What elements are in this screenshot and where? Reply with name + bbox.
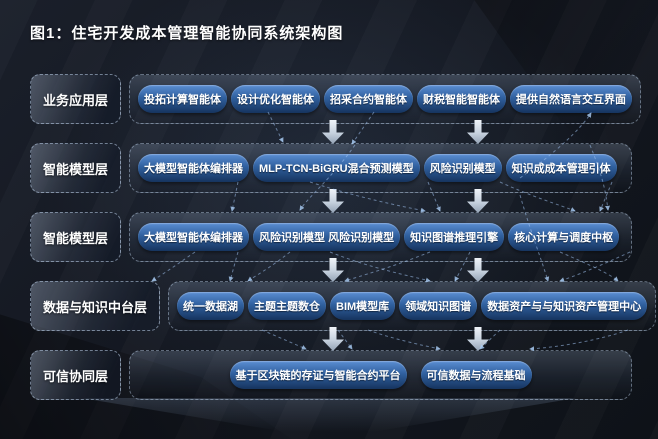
node-pill: 招采合约智能体 <box>324 85 414 113</box>
node-pill: BIM模型库 <box>330 292 396 320</box>
node-pill: 大模型智能体编排器 <box>138 223 250 251</box>
node-pill: 主题主题数仓 <box>248 292 327 320</box>
bottom-light-wedge <box>81 398 577 432</box>
layer-stack: 业务应用层 投拓计算智能体 设计优化智能体 招采合约智能体 财税智能智能体 提供… <box>30 74 657 400</box>
layer-body: 大模型智能体编排器 MLP-TCN-BiGRU混合预测模型 风险识别模型 知识成… <box>129 143 632 193</box>
node-pill: 知识成成本管理引体 <box>505 154 617 182</box>
node-pill: 可信数据与流程基础 <box>420 361 532 389</box>
node-pill: 风险识别模型 <box>423 154 502 182</box>
layer-label: 智能模型层 <box>30 143 122 193</box>
node-pill: 投拓计算智能体 <box>138 85 228 113</box>
node-pill: 统一数据湖 <box>177 292 245 320</box>
node-pill: 财税智能智能体 <box>417 85 507 113</box>
node-pill: 设计优化智能体 <box>231 85 321 113</box>
layer-body: 大模型智能体编排器 风险识别模型 风险识别模型 知识图谱推理引擎 核心计算与调度… <box>129 212 632 262</box>
layer-body: 投拓计算智能体 设计优化智能体 招采合约智能体 财税智能智能体 提供自然语言交互… <box>129 74 642 124</box>
node-pill: MLP-TCN-BiGRU混合预测模型 <box>253 154 420 182</box>
layer-row-business-application: 业务应用层 投拓计算智能体 设计优化智能体 招采合约智能体 财税智能智能体 提供… <box>30 74 642 124</box>
layer-label: 智能模型层 <box>30 212 122 262</box>
layer-row-trusted-collaboration: 可信协同层 基于区块链的存证与智能合约平台 可信数据与流程基础 <box>30 350 632 400</box>
layer-label: 数据与知识中台层 <box>30 281 161 331</box>
node-pill: 知识图谱推理引擎 <box>404 223 505 251</box>
layer-label: 业务应用层 <box>30 74 122 124</box>
node-pill: 数据资产与与知识资产管理中心 <box>481 292 648 320</box>
layer-body: 基于区块链的存证与智能合约平台 可信数据与流程基础 <box>129 350 632 400</box>
layer-label: 可信协同层 <box>30 350 122 400</box>
node-pill: 风险识别模型 风险识别模型 <box>253 223 401 251</box>
node-pill: 提供自然语言交互界面 <box>510 85 633 113</box>
layer-row-intelligent-model-1: 智能模型层 大模型智能体编排器 MLP-TCN-BiGRU混合预测模型 风险识别… <box>30 143 632 193</box>
layer-row-data-knowledge: 数据与知识中台层 统一数据湖 主题主题数仓 BIM模型库 领域知识图谱 数据资产… <box>30 281 657 331</box>
node-pill: 基于区块链的存证与智能合约平台 <box>229 361 407 389</box>
layer-body: 统一数据湖 主题主题数仓 BIM模型库 领域知识图谱 数据资产与与知识资产管理中… <box>168 281 657 331</box>
node-pill: 领域知识图谱 <box>399 292 478 320</box>
diagram-title: 图1：住宅开发成本管理智能协同系统架构图 <box>30 25 344 42</box>
layer-row-intelligent-model-2: 智能模型层 大模型智能体编排器 风险识别模型 风险识别模型 知识图谱推理引擎 核… <box>30 212 632 262</box>
node-pill: 核心计算与调度中枢 <box>508 223 620 251</box>
node-pill: 大模型智能体编排器 <box>138 154 250 182</box>
